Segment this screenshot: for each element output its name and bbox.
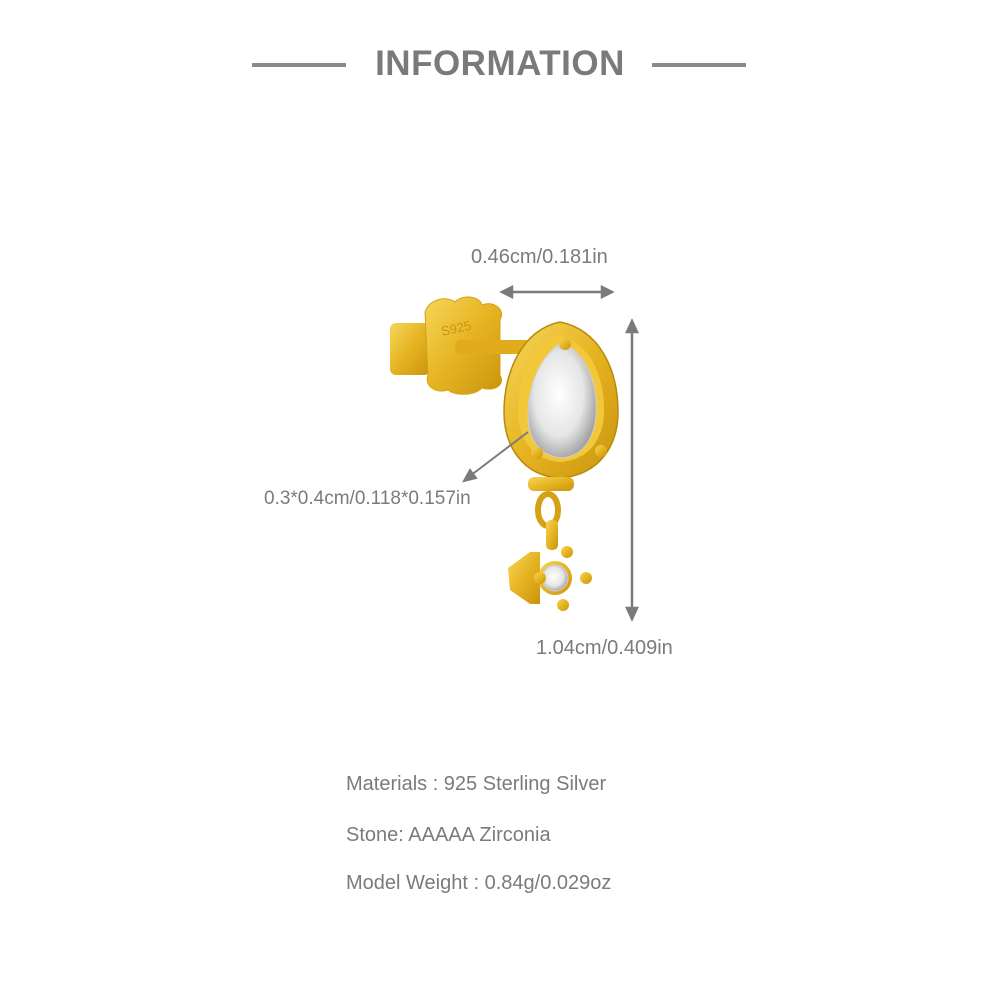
height-dimension-label: 1.04cm/0.409in [536, 637, 673, 659]
height-arrow-icon [625, 317, 639, 623]
prong [595, 445, 607, 457]
spec-weight: Model Weight : 0.84g/0.029oz [346, 872, 612, 894]
prong [559, 338, 571, 350]
dangle-stone [508, 546, 592, 611]
pear-setting [503, 321, 619, 479]
stone-size-arrow-icon [462, 431, 529, 483]
page-title: INFORMATION [375, 44, 625, 83]
spec-materials: Materials : 925 Sterling Silver [346, 773, 607, 795]
s925-stamp: S925 [440, 318, 473, 339]
earring-back: S925 [390, 296, 535, 395]
dangle-link [528, 477, 574, 550]
prong [531, 447, 543, 459]
stone-size-label: 0.3*0.4cm/0.118*0.157in [264, 488, 471, 509]
width-dimension-label: 0.46cm/0.181in [471, 246, 608, 268]
header-rule-right [652, 63, 746, 67]
spec-stone: Stone: AAAAA Zirconia [346, 824, 551, 846]
header-rule-left [252, 63, 346, 67]
width-arrow-icon [499, 284, 615, 300]
